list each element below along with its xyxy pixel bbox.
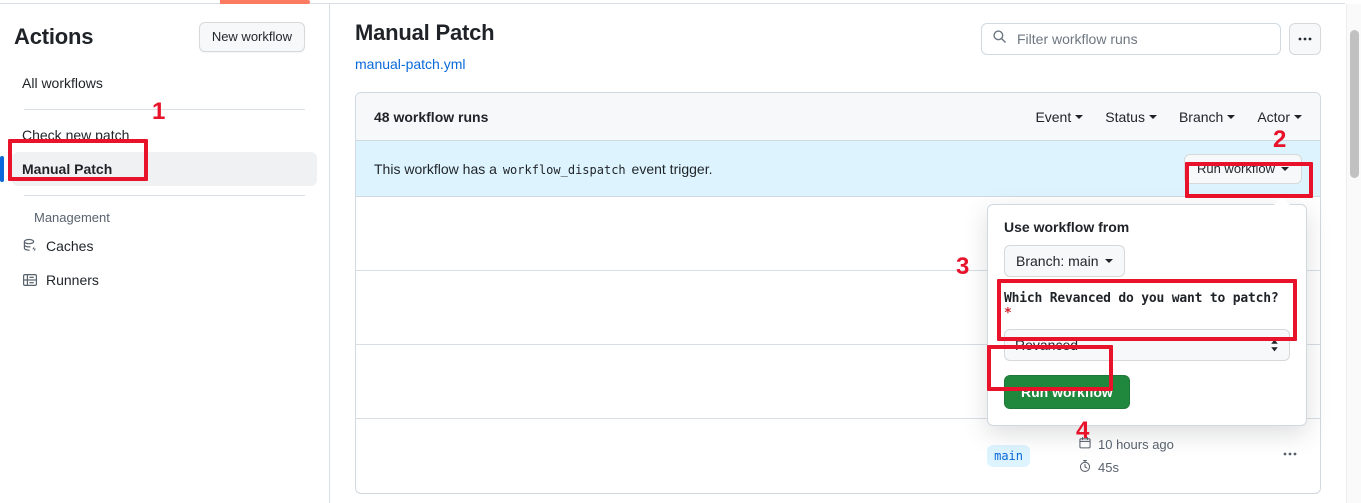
filter-label: Actor [1257, 108, 1290, 125]
annotation-number-2: 2 [1273, 126, 1287, 153]
main-content: Manual Patch manual-patch.yml [331, 4, 1345, 503]
revanced-select-value: Revanced [1015, 337, 1079, 353]
run-date: 10 hours ago [1078, 436, 1278, 453]
workflow-title: Manual Patch [355, 20, 495, 45]
new-workflow-button[interactable]: New workflow [198, 22, 305, 52]
workflow-file-link[interactable]: manual-patch.yml [355, 56, 466, 72]
workflow-dispatch-banner: This workflow has a workflow_dispatch ev… [356, 141, 1320, 197]
sidebar-divider [24, 195, 305, 196]
runs-toolbar: 48 workflow runs Event Status Branch [356, 93, 1320, 141]
workflow-title-block: Manual Patch manual-patch.yml [355, 18, 495, 74]
sidebar-item-label: Caches [46, 238, 94, 254]
select-arrows-icon [1270, 339, 1279, 352]
top-divider [0, 3, 1345, 4]
chevron-down-icon [1227, 114, 1236, 119]
filter-label: Status [1105, 108, 1145, 125]
branch-selector-label: Branch: main [1016, 253, 1099, 269]
dispatch-event-code: workflow_dispatch [502, 162, 626, 177]
run-workflow-dropdown-button[interactable]: Run workflow [1183, 153, 1302, 184]
input-label-text: Which Revanced do you want to patch? [1004, 291, 1279, 306]
progress-indicator [220, 0, 310, 4]
sidebar-item-label: Manual Patch [22, 161, 113, 177]
header-actions [981, 23, 1321, 55]
sidebar-divider [24, 109, 305, 110]
sidebar-item-label: Runners [46, 272, 99, 288]
sidebar: Actions New workflow All workflows Check… [0, 4, 330, 503]
annotation-number-4: 4 [1076, 417, 1090, 444]
sidebar-item-label: All workflows [22, 75, 103, 91]
more-options-button[interactable] [1289, 23, 1321, 55]
input-field-label: Which Revanced do you want to patch? * [1004, 291, 1290, 321]
chevron-down-icon [1148, 114, 1157, 119]
sidebar-item-manual-patch[interactable]: Manual Patch [0, 152, 317, 186]
chevron-down-icon [1281, 166, 1289, 171]
runs-count-label: 48 workflow runs [374, 108, 489, 125]
run-meta: 10 hours ago 45s [1078, 436, 1278, 476]
stopwatch-icon [1078, 459, 1092, 476]
run-workflow-button-label: Run workflow [1196, 160, 1275, 176]
revanced-select[interactable]: Revanced [1004, 329, 1290, 361]
filter-actor[interactable]: Actor [1257, 109, 1302, 125]
sidebar-item-runners[interactable]: Runners [12, 263, 317, 297]
sidebar-header: Actions New workflow [0, 4, 329, 66]
page-scrollbar-track[interactable] [1346, 4, 1361, 503]
filter-label: Branch [1178, 108, 1224, 125]
run-workflow-dropdown-panel: Use workflow from Branch: main Which Rev… [987, 204, 1307, 426]
dispatch-message: This workflow has a workflow_dispatch ev… [374, 161, 712, 177]
workflow-header: Manual Patch manual-patch.yml [331, 4, 1345, 74]
search-icon [992, 29, 1007, 49]
run-duration: 45s [1078, 459, 1278, 476]
sidebar-item-caches[interactable]: Caches [12, 229, 317, 263]
branch-badge[interactable]: main [987, 445, 1030, 467]
sidebar-item-all-workflows[interactable]: All workflows [12, 66, 317, 100]
filter-label: Event [1035, 108, 1072, 125]
required-marker: * [1004, 306, 1012, 321]
page-scrollbar-thumb[interactable] [1350, 30, 1359, 178]
chevron-down-icon [1294, 114, 1302, 119]
sidebar-item-label: Check new patch [22, 127, 130, 143]
run-duration-label: 45s [1098, 460, 1119, 475]
runs-filters: Event Status Branch Actor [1035, 109, 1302, 125]
chevron-down-icon [1105, 259, 1114, 263]
search-input-wrapper[interactable] [981, 23, 1281, 55]
server-icon [22, 272, 38, 288]
branch-selector-button[interactable]: Branch: main [1004, 245, 1126, 277]
cache-icon [22, 238, 38, 254]
filter-status[interactable]: Status [1105, 109, 1157, 125]
calendar-icon [1078, 436, 1092, 453]
search-input[interactable] [1015, 30, 1270, 48]
dispatch-text-after: event trigger. [631, 160, 713, 177]
table-row[interactable]: main 10 hours ago [356, 419, 1320, 493]
annotation-number-3: 3 [956, 253, 970, 280]
filter-branch[interactable]: Branch [1178, 108, 1236, 125]
submit-run-workflow-button[interactable]: Run workflow [1004, 375, 1130, 409]
filter-event[interactable]: Event [1035, 108, 1084, 125]
annotation-number-1: 1 [152, 98, 166, 125]
run-date-label: 10 hours ago [1098, 437, 1174, 452]
page-title: Actions [14, 24, 94, 49]
chevron-down-icon [1075, 114, 1084, 119]
row-more-icon[interactable] [1278, 446, 1302, 467]
use-workflow-from-label: Use workflow from [1004, 219, 1130, 235]
sidebar-group-management: Management [34, 210, 110, 225]
dispatch-text-before: This workflow has a [374, 160, 497, 177]
